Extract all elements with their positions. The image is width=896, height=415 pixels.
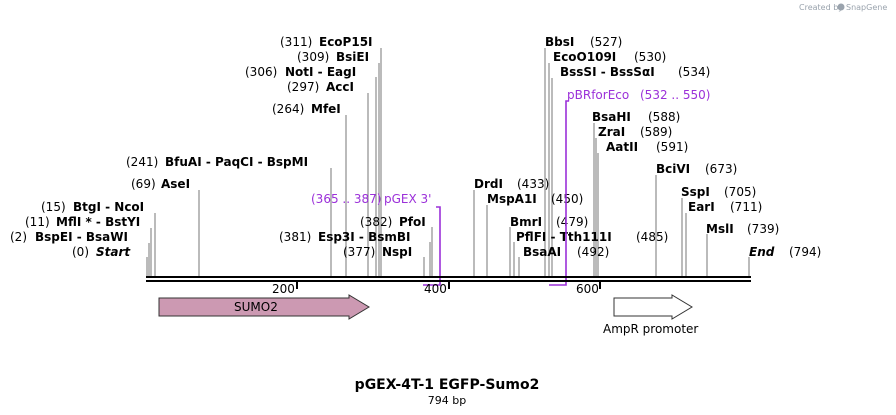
brand-created-by: Created by	[799, 3, 843, 12]
map-subtitle: 794 bp	[428, 394, 466, 407]
site-name: ZraI	[598, 125, 625, 139]
feature-sumo2: SUMO2	[158, 294, 370, 320]
site-name: BspEI - BsaWI	[35, 230, 128, 244]
site-pos: (297)	[287, 80, 319, 94]
site-name: BmrI	[510, 215, 542, 229]
site-pos: (264)	[272, 102, 304, 116]
site-pos: (705)	[724, 185, 756, 199]
site-name: AatII	[606, 140, 638, 154]
primer-pbrforeco: pBRforEco (532 .. 550)	[549, 88, 710, 286]
site-name: Esp3I - BsmBI	[318, 230, 410, 244]
primer-pgex3: (365 .. 387) pGEX 3'	[311, 192, 441, 286]
ruler-label: 200	[272, 282, 295, 296]
site-pos: (485)	[636, 230, 668, 244]
site-name: NotI - EagI	[285, 65, 356, 79]
site-pos: (11)	[25, 215, 50, 229]
ruler: 200 400 600	[272, 281, 601, 296]
site-name: BsaAI	[523, 245, 561, 259]
site-name-end: End	[749, 245, 775, 259]
site-name: MflI * - BstYI	[56, 215, 140, 229]
snapgene-logo-icon	[837, 3, 845, 11]
site-pos: (479)	[556, 215, 588, 229]
site-pos: (309)	[297, 50, 329, 64]
site-name: NspI	[382, 245, 412, 259]
site-name: BfuAI - PaqCI - BspMI	[165, 155, 308, 169]
ruler-label: 400	[424, 282, 447, 296]
site-name: PflFI - Tth111I	[516, 230, 612, 244]
site-name: BsiEI	[336, 50, 369, 64]
site-pos: (794)	[789, 245, 821, 259]
site-pos: (450)	[551, 192, 583, 206]
site-name-start: Start	[96, 245, 131, 259]
site-name: BciVI	[656, 162, 690, 176]
site-pos: (377)	[343, 245, 375, 259]
site-pos: (492)	[577, 245, 609, 259]
ruler-label: 600	[576, 282, 599, 296]
site-name: EcoP15I	[319, 35, 373, 49]
site-pos: (534)	[678, 65, 710, 79]
site-name: AseI	[161, 177, 190, 191]
site-pos: (588)	[648, 110, 680, 124]
site-name: BtgI - NcoI	[73, 200, 144, 214]
dna-backbone	[146, 276, 751, 282]
site-pos: (311)	[280, 35, 312, 49]
map-title: pGEX-4T-1 EGFP-Sumo2	[355, 377, 540, 393]
site-name: MfeI	[311, 102, 341, 116]
site-name: BssSI - BssSαI	[560, 65, 655, 79]
feature-label: AmpR promoter	[603, 322, 698, 336]
site-pos: (739)	[747, 222, 779, 236]
primer-name: pGEX 3'	[384, 192, 431, 206]
feature-label: SUMO2	[234, 300, 278, 314]
site-pos: (306)	[245, 65, 277, 79]
site-pos: (241)	[126, 155, 158, 169]
feature-ampr-promoter: AmpR promoter	[603, 294, 698, 336]
site-pos: (591)	[656, 140, 688, 154]
site-pos: (15)	[41, 200, 66, 214]
site-pos: (433)	[517, 177, 549, 191]
site-name: SspI	[681, 185, 710, 199]
site-name: EcoO109I	[553, 50, 616, 64]
primer-name: pBRforEco	[567, 88, 629, 102]
site-pos: (2)	[10, 230, 27, 244]
site-name: AccI	[326, 80, 354, 94]
primer-range: (532 .. 550)	[640, 88, 710, 102]
site-name: BsaHI	[592, 110, 631, 124]
site-pos: (381)	[279, 230, 311, 244]
site-name: BbsI	[545, 35, 574, 49]
site-pos: (382)	[360, 215, 392, 229]
site-pos: (673)	[705, 162, 737, 176]
primer-range: (365 .. 387)	[311, 192, 381, 206]
site-pos: (527)	[590, 35, 622, 49]
site-pos: (711)	[730, 200, 762, 214]
site-pos: (69)	[131, 177, 156, 191]
site-pos: (0)	[72, 245, 89, 259]
brand-name: SnapGene	[846, 3, 887, 12]
site-labels: (0) Start (2) BspEI - BsaWI (11) MflI * …	[10, 35, 821, 259]
site-name: PfoI	[399, 215, 426, 229]
site-name: EarI	[688, 200, 715, 214]
site-name: MslI	[706, 222, 734, 236]
site-pos: (589)	[640, 125, 672, 139]
site-name: MspA1I	[487, 192, 537, 206]
site-leader-lines	[146, 48, 750, 276]
site-pos: (530)	[634, 50, 666, 64]
site-name: DrdI	[474, 177, 503, 191]
